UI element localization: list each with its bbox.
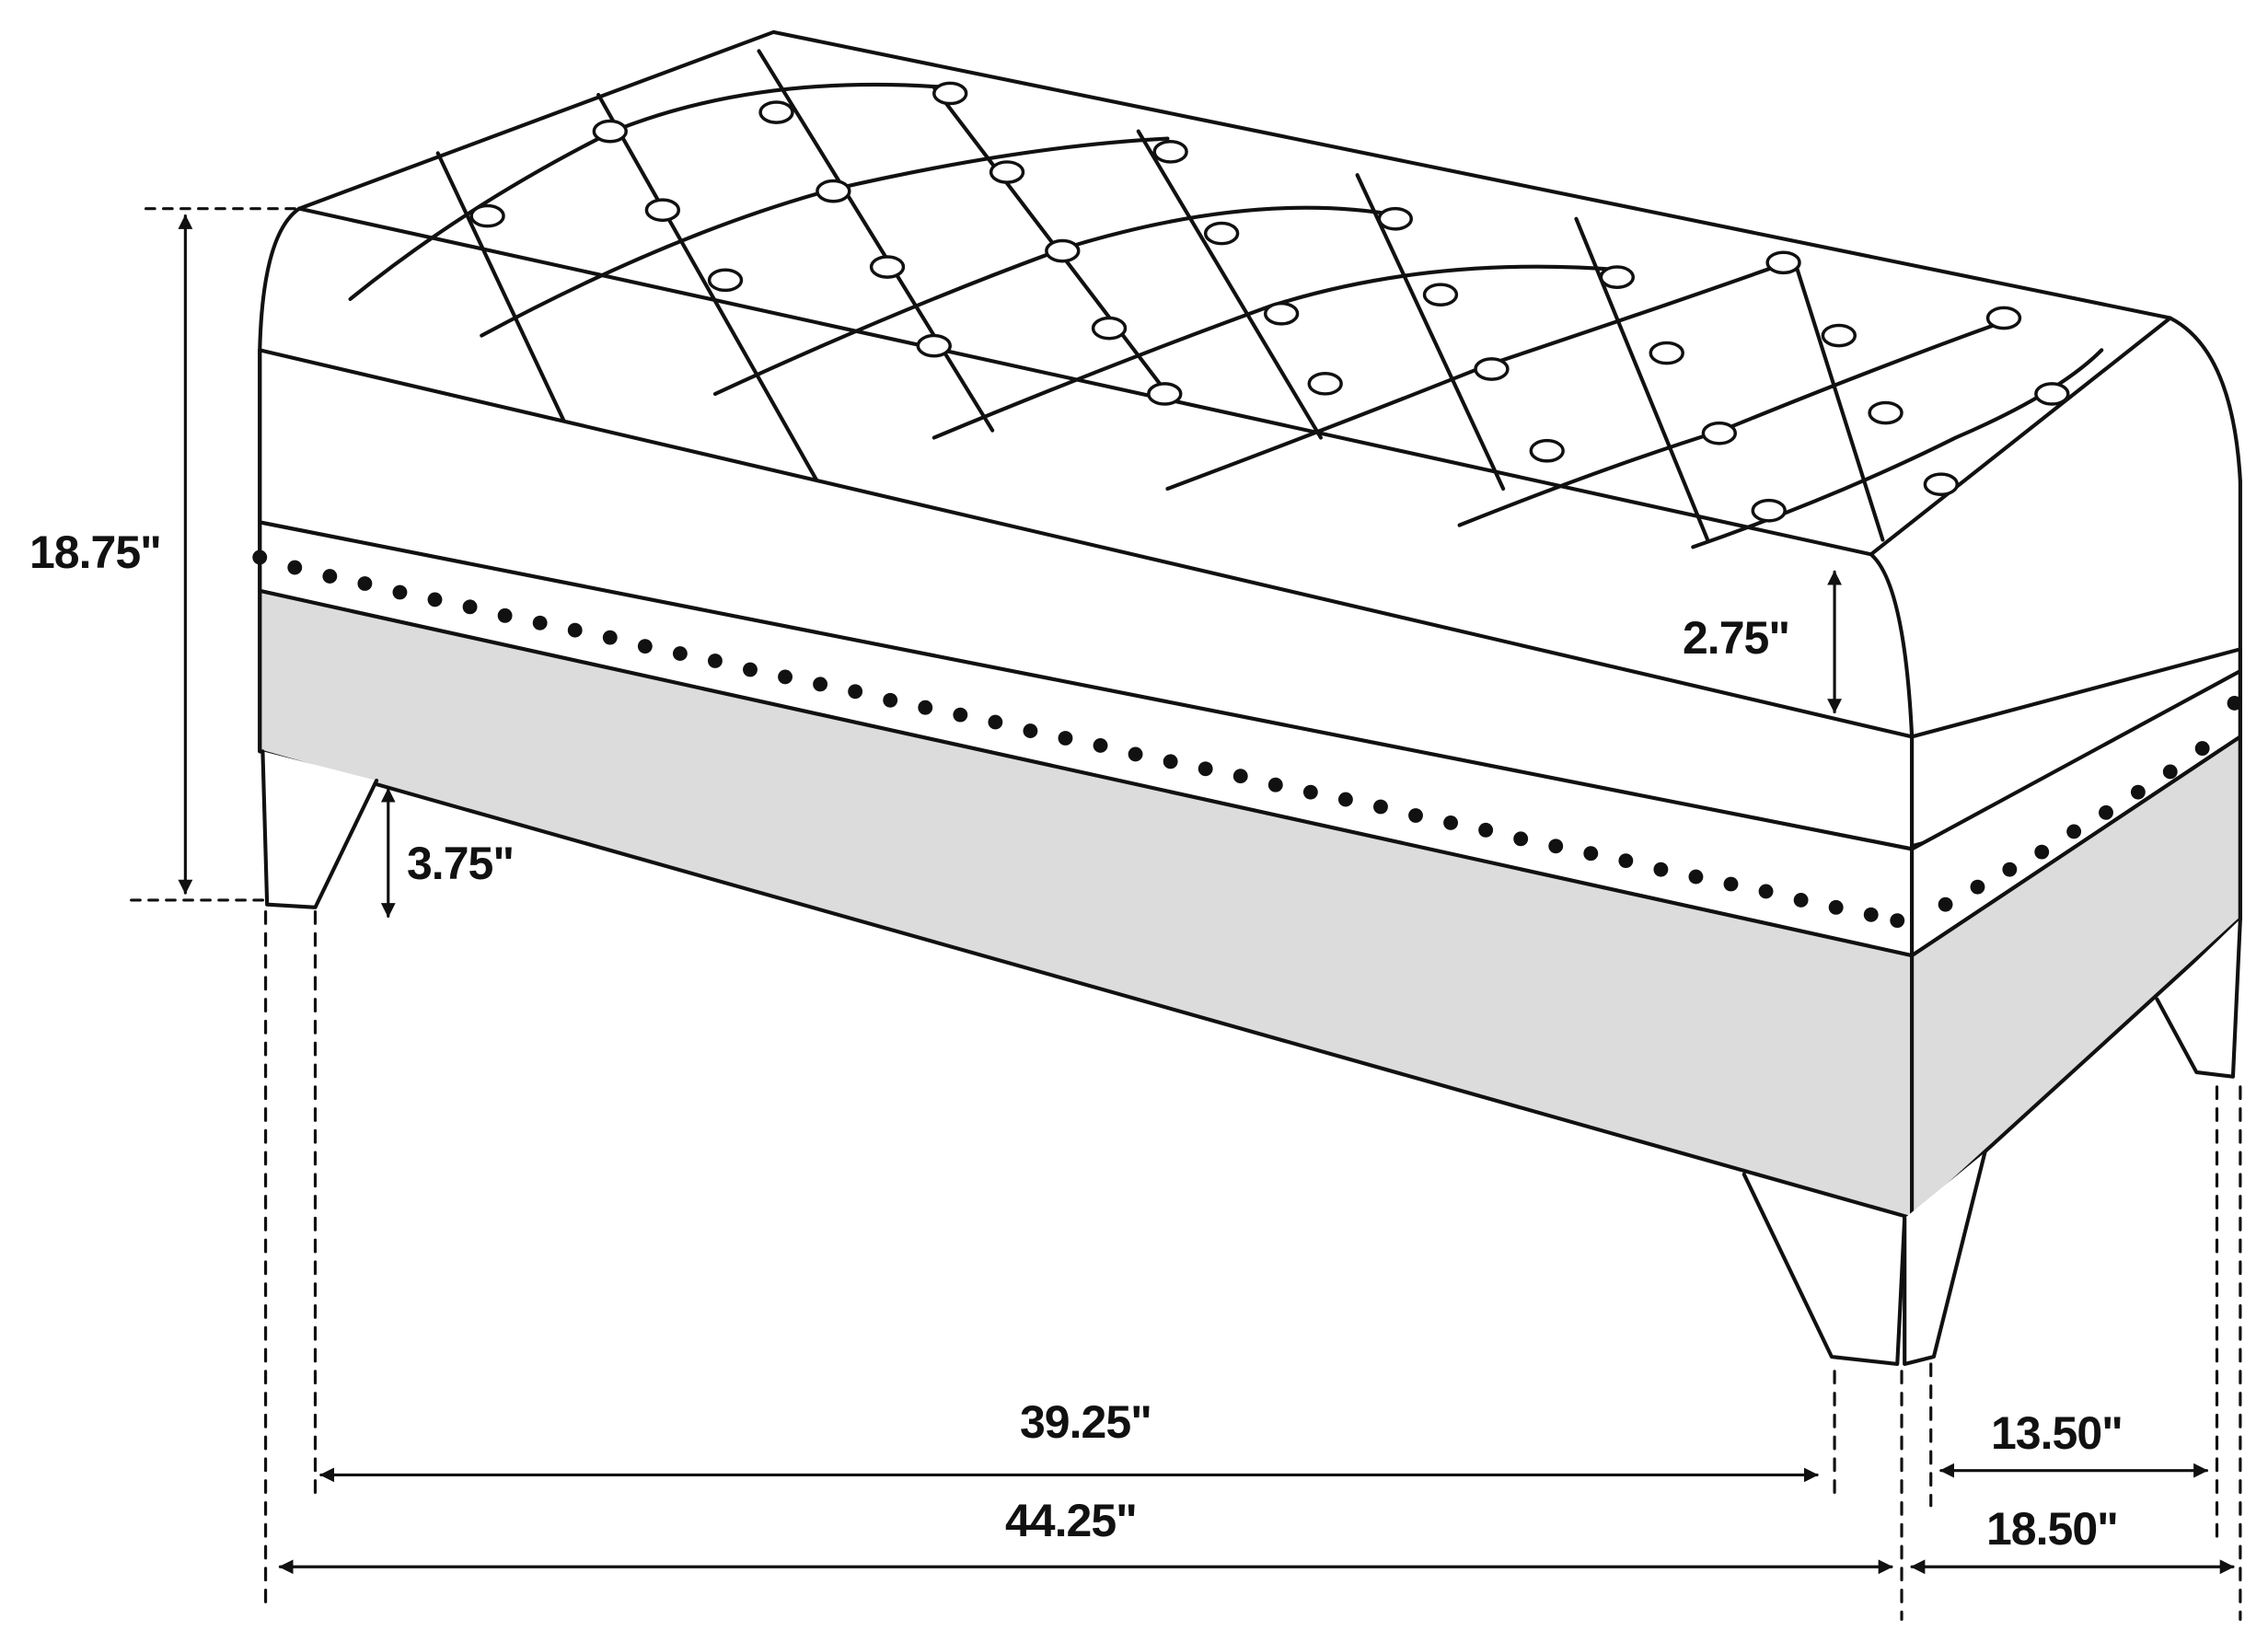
nailheads (252, 549, 2242, 929)
overall-height-label: 18.75" (29, 526, 162, 578)
tufted-top (258, 29, 2242, 739)
inner-leg-depth-label: 13.50" (1991, 1407, 2123, 1459)
overall-depth-label: 18.50" (1986, 1503, 2119, 1555)
inner-leg-width-label: 39.25" (1020, 1396, 1152, 1448)
overall-width-label: 44.25" (1005, 1495, 1138, 1546)
leg-front-right (1742, 1172, 1907, 1367)
leg-back-right (2155, 917, 2242, 1079)
leg-front-left (260, 749, 379, 909)
top-cushion-height-label: 2.75" (1683, 612, 1790, 664)
leg-height-label: 3.75" (407, 838, 515, 889)
dimension-lines (130, 207, 2242, 1621)
